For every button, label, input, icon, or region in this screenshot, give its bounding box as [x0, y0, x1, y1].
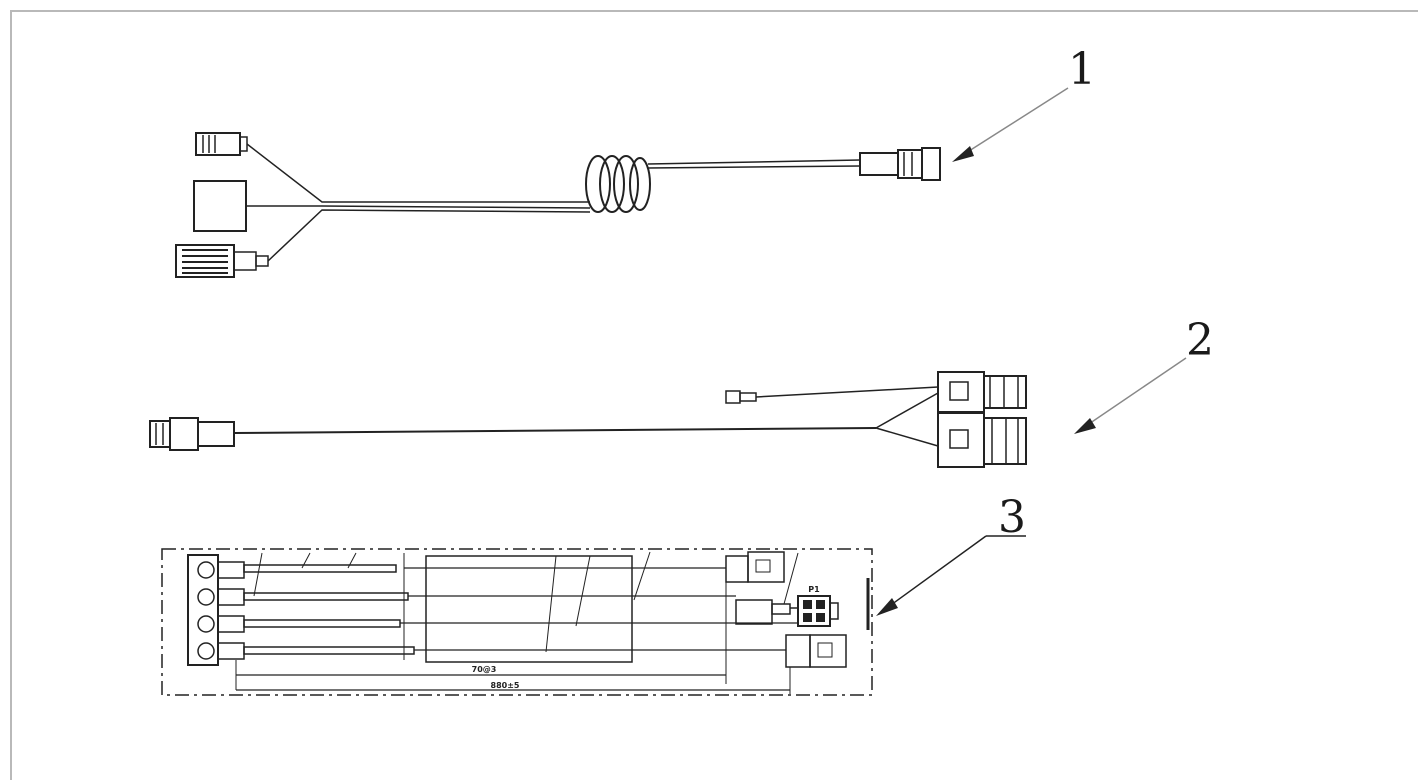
assembly1-wire-a	[246, 143, 590, 203]
assembly3-connector-tag: P1	[808, 585, 820, 594]
assembly1-connector-plug	[175, 244, 269, 278]
callout-3: 3	[876, 492, 1026, 616]
harness-assembly-3: P1 70@3 880±5	[161, 548, 873, 696]
callout-2: 2	[1074, 315, 1214, 434]
assembly3-sleeves	[243, 564, 415, 655]
callout-1-leader	[957, 87, 1069, 159]
harness-assembly-1	[175, 132, 941, 278]
assembly2-pin-terminal	[725, 386, 939, 404]
callout-3-arrowhead	[876, 598, 898, 616]
callout-3-leader	[883, 535, 987, 611]
assembly2-wire-main	[233, 427, 877, 434]
assembly3-dimension-inner: 70@3	[235, 582, 727, 690]
assembly3-connector-4pin: P1	[797, 585, 839, 627]
assembly1-connector-small	[195, 132, 248, 156]
assembly1-wire-c	[267, 209, 591, 262]
assembly1-connector-right	[859, 147, 941, 181]
callout-3-label: 3	[998, 492, 1026, 543]
callout-2-leader	[1079, 357, 1187, 431]
assembly3-boundary	[161, 548, 873, 696]
assembly2-connector-left	[149, 417, 235, 451]
callout-1-label: 1	[1068, 44, 1096, 95]
assembly3-dim-outer-label: 880±5	[491, 681, 520, 690]
assembly1-wire-b	[246, 205, 591, 209]
assembly3-connector-bottom	[785, 634, 847, 668]
assembly1-connector-square	[193, 180, 247, 232]
callout-1: 1	[952, 44, 1096, 162]
assembly3-bundle-box	[425, 555, 633, 663]
callout-2-arrowhead	[1074, 418, 1096, 434]
harness-assembly-2	[149, 371, 1027, 468]
assembly1-cable-coil	[585, 155, 651, 213]
assembly3-ring-terminals	[187, 554, 245, 666]
assembly1-wire-main	[647, 159, 861, 165]
callout-2-label: 2	[1186, 315, 1214, 366]
assembly3-connector-mid	[735, 599, 798, 625]
assembly3-dimension-outer: 880±5	[236, 667, 791, 694]
assembly3-connector-top	[725, 551, 785, 583]
assembly3-dim-inner-label: 70@3	[472, 665, 497, 674]
assembly2-connector-upper	[937, 371, 1027, 413]
assembly2-connector-lower	[937, 412, 1027, 468]
drawing-frame	[10, 10, 1418, 780]
callout-1-arrowhead	[952, 146, 974, 162]
